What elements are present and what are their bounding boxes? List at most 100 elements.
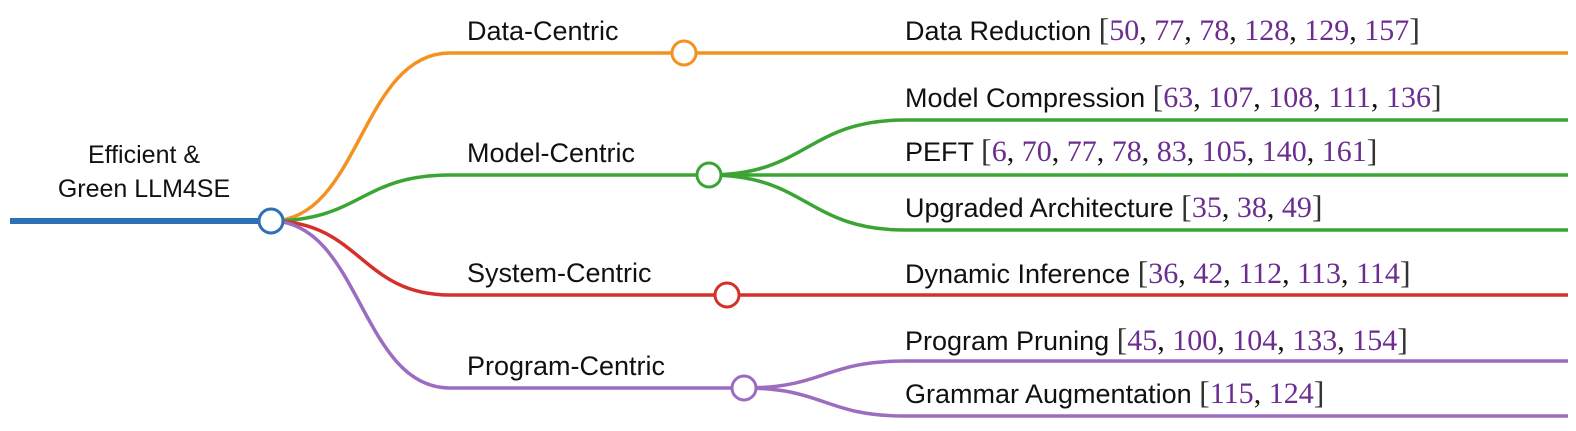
citation-ref[interactable]: 78 [1199,14,1229,47]
leaf-name: Upgraded Architecture [905,193,1181,223]
citation-ref[interactable]: 161 [1322,135,1367,168]
leaf-label-program-0: Program Pruning [45, 100, 104, 133, 154] [905,321,1408,357]
citation-separator: , [1139,14,1154,47]
citation-close-bracket: ] [1400,254,1411,290]
citation-open-bracket: [ [1153,78,1164,114]
edges [10,51,1568,418]
citation-open-bracket: [ [1181,188,1192,224]
citation-ref[interactable]: 105 [1202,135,1247,168]
citation-separator: , [1289,14,1304,47]
branch-program [270,219,744,390]
citation-ref[interactable]: 70 [1022,135,1052,168]
leaf-name: Grammar Augmentation [905,379,1199,409]
citation-separator: , [1313,81,1328,114]
category-label-program: Program-Centric [467,351,665,381]
citation-ref[interactable]: 112 [1238,257,1282,290]
citation-ref[interactable]: 77 [1154,14,1184,47]
citation-ref[interactable]: 107 [1208,81,1253,114]
root-node [257,207,285,235]
citation-ref[interactable]: 6 [992,135,1007,168]
citation-ref[interactable]: 129 [1304,14,1349,47]
citation-ref[interactable]: 78 [1112,135,1142,168]
citation-close-bracket: ] [1314,374,1325,410]
root-label-line1: Efficient & [88,141,200,169]
citation-ref[interactable]: 100 [1172,324,1217,357]
citation-ref[interactable]: 115 [1210,377,1254,410]
citation-separator: , [1178,257,1193,290]
nodes [257,39,758,402]
citation-separator: , [1007,135,1022,168]
citation-ref[interactable]: 38 [1237,191,1267,224]
citation-separator: , [1223,257,1238,290]
leaf-label-model-0: Model Compression [63, 107, 108, 111, 13… [905,78,1442,114]
citation-separator: , [1184,14,1199,47]
citation-separator: , [1142,135,1157,168]
category-node-system [713,281,741,309]
citation-ref[interactable]: 45 [1127,324,1157,357]
citation-separator: , [1052,135,1067,168]
citation-ref[interactable]: 128 [1244,14,1289,47]
citation-close-bracket: ] [1431,78,1442,114]
citation-separator: , [1282,257,1297,290]
citation-separator: , [1193,81,1208,114]
citation-separator: , [1253,81,1268,114]
category-node-program [730,374,758,402]
branch-model [270,173,709,223]
branch-data [270,51,684,223]
citation-open-bracket: [ [1138,254,1149,290]
citation-close-bracket: ] [1409,11,1420,47]
leaf-name: Model Compression [905,83,1153,113]
citation-ref[interactable]: 77 [1067,135,1097,168]
leaf-label-model-2: Upgraded Architecture [35, 38, 49] [905,188,1322,224]
citation-separator: , [1097,135,1112,168]
citation-ref[interactable]: 124 [1269,377,1314,410]
citation-open-bracket: [ [1099,11,1110,47]
citation-separator: , [1307,135,1322,168]
citation-ref[interactable]: 104 [1232,324,1277,357]
citation-ref[interactable]: 114 [1356,257,1400,290]
leaf-label-program-1: Grammar Augmentation [115, 124] [905,374,1324,410]
citation-separator: , [1254,377,1269,410]
category-node-data [670,39,698,67]
citation-ref[interactable]: 50 [1109,14,1139,47]
citation-ref[interactable]: 136 [1386,81,1431,114]
citation-separator: , [1267,191,1282,224]
leaf-branch-program-0 [743,359,1568,390]
citation-ref[interactable]: 108 [1268,81,1313,114]
citation-close-bracket: ] [1312,188,1323,224]
citation-ref[interactable]: 140 [1262,135,1307,168]
category-label-data: Data-Centric [467,16,619,46]
citation-separator: , [1157,324,1172,357]
citation-open-bracket: [ [1199,374,1210,410]
citation-separator: , [1217,324,1232,357]
citation-close-bracket: ] [1367,132,1378,168]
leaf-branch-program-1 [743,386,1568,418]
citation-separator: , [1222,191,1237,224]
citation-ref[interactable]: 63 [1163,81,1193,114]
citation-ref[interactable]: 157 [1364,14,1409,47]
leaf-label-data-0: Data Reduction [50, 77, 78, 128, 129, 15… [905,11,1420,47]
citation-separator: , [1187,135,1202,168]
citation-ref[interactable]: 113 [1297,257,1341,290]
citation-ref[interactable]: 42 [1193,257,1223,290]
leaf-name: Dynamic Inference [905,259,1138,289]
citation-ref[interactable]: 83 [1157,135,1187,168]
citation-separator: , [1341,257,1356,290]
citation-open-bracket: [ [1117,321,1128,357]
citation-close-bracket: ] [1397,321,1408,357]
category-node-model [695,161,723,189]
leaf-name: Data Reduction [905,16,1099,46]
citation-ref[interactable]: 111 [1328,81,1371,114]
citation-ref[interactable]: 133 [1292,324,1337,357]
citation-ref[interactable]: 154 [1352,324,1397,357]
leaf-label-system-0: Dynamic Inference [36, 42, 112, 113, 114… [905,254,1411,290]
citation-ref[interactable]: 49 [1282,191,1312,224]
citation-separator: , [1247,135,1262,168]
citation-separator: , [1349,14,1364,47]
citation-ref[interactable]: 36 [1148,257,1178,290]
category-label-system: System-Centric [467,258,652,288]
leaf-name: Program Pruning [905,326,1117,356]
citation-ref[interactable]: 35 [1192,191,1222,224]
